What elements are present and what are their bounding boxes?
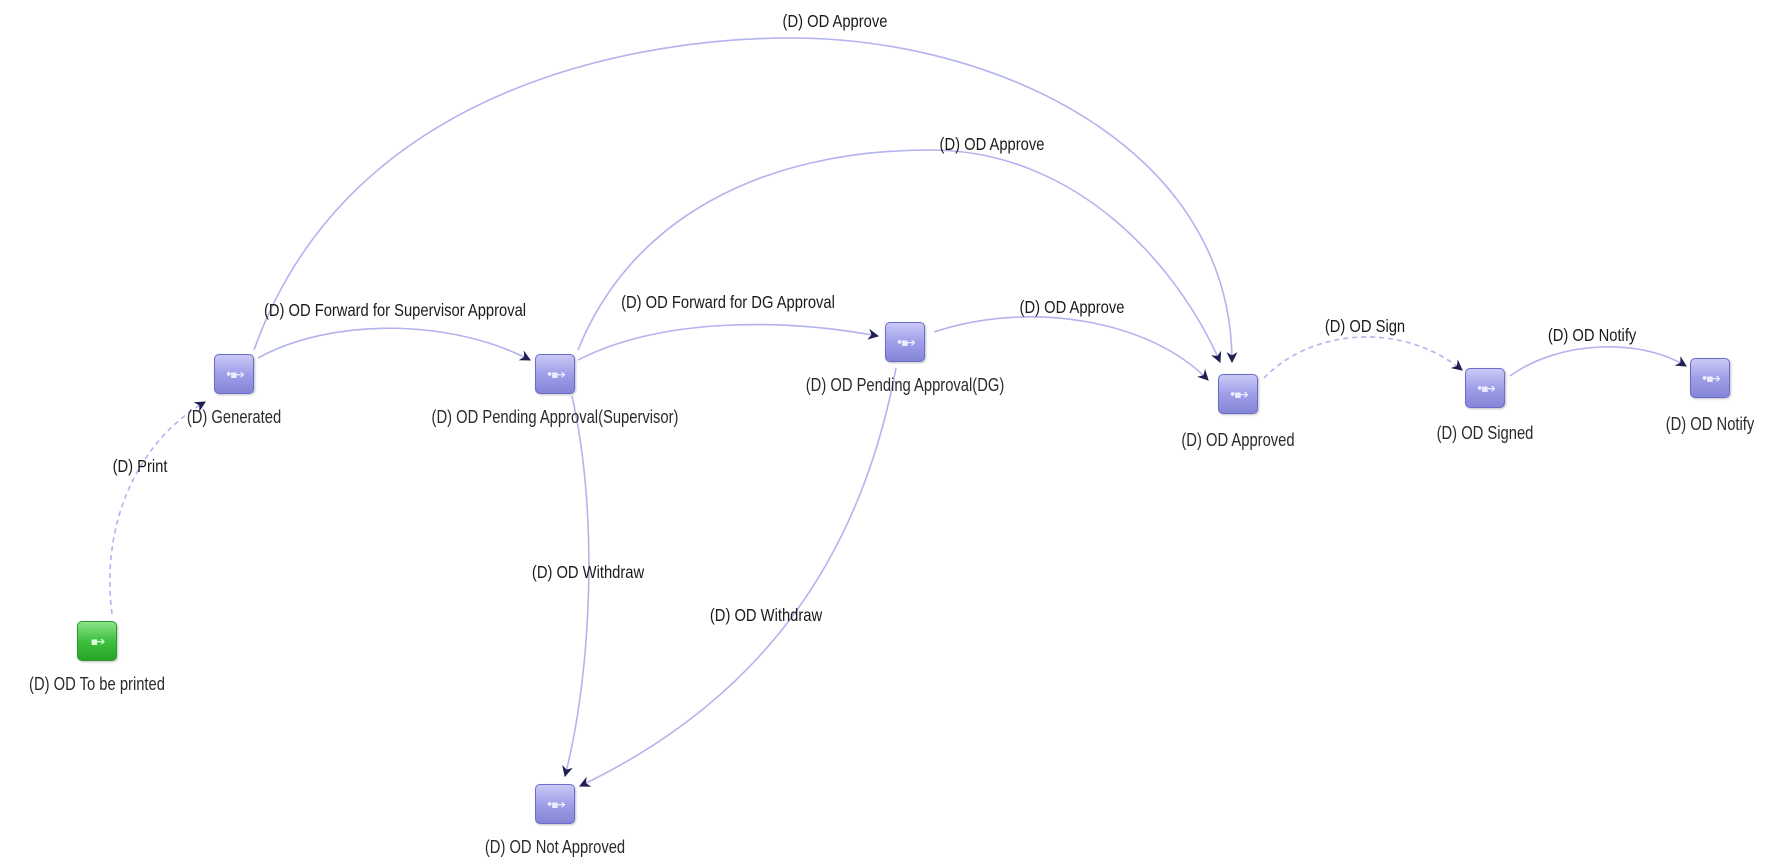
node-label-not-approved: (D) OD Not Approved — [484, 837, 626, 857]
edge-print[interactable] — [109, 401, 206, 615]
workflow-state-icon: •▪➔ — [214, 354, 254, 394]
node-generated[interactable]: •▪➔ — [214, 354, 254, 394]
node-not-approved[interactable]: •▪➔ — [535, 784, 575, 824]
edge-sign[interactable] — [1263, 336, 1463, 379]
edge-approve-dg[interactable] — [933, 316, 1209, 381]
edge-label-withdraw-dg: (D) OD Withdraw — [710, 606, 822, 626]
node-signed[interactable]: •▪➔ — [1465, 368, 1505, 408]
edge-forward-supervisor[interactable] — [257, 327, 531, 361]
workflow-state-icon: •▪➔ — [1218, 374, 1258, 414]
edge-withdraw-dg[interactable] — [579, 367, 897, 787]
workflow-state-icon: •▪➔ — [885, 322, 925, 362]
edge-label-print: (D) Print — [113, 457, 168, 477]
edge-forward-dg[interactable] — [577, 323, 880, 361]
workflow-state-icon: •▪➔ — [1465, 368, 1505, 408]
edge-label-notify: (D) OD Notify — [1548, 326, 1637, 346]
workflow-state-icon: •▪➔ — [1690, 358, 1730, 398]
start-state-icon: ▪➔ — [77, 621, 117, 661]
edge-approve-supervisor[interactable] — [577, 149, 1222, 364]
node-label-generated: (D) Generated — [186, 407, 282, 427]
edge-label-withdraw-supervisor: (D) OD Withdraw — [532, 563, 644, 583]
node-label-approved: (D) OD Approved — [1181, 430, 1295, 450]
node-label-pending-dg: (D) OD Pending Approval(DG) — [805, 375, 1005, 395]
edge-approve-generated[interactable] — [253, 37, 1238, 364]
edge-label-approve-generated: (D) OD Approve — [783, 12, 888, 32]
edge-label-forward-supervisor: (D) OD Forward for Supervisor Approval — [264, 301, 526, 321]
edge-label-approve-supervisor: (D) OD Approve — [940, 135, 1045, 155]
workflow-state-icon: •▪➔ — [535, 354, 575, 394]
edge-label-forward-dg: (D) OD Forward for DG Approval — [621, 293, 835, 313]
node-notify[interactable]: •▪➔ — [1690, 358, 1730, 398]
node-label-signed: (D) OD Signed — [1436, 423, 1534, 443]
workflow-state-icon: •▪➔ — [535, 784, 575, 824]
node-to-be-printed[interactable]: ▪➔ — [77, 621, 117, 661]
node-label-notify: (D) OD Notify — [1665, 414, 1755, 434]
edge-label-approve-dg: (D) OD Approve — [1020, 298, 1125, 318]
edge-withdraw-supervisor[interactable] — [562, 395, 590, 778]
node-approved[interactable]: •▪➔ — [1218, 374, 1258, 414]
node-pending-dg[interactable]: •▪➔ — [885, 322, 925, 362]
edge-label-sign: (D) OD Sign — [1325, 317, 1405, 337]
node-label-to-be-printed: (D) OD To be printed — [29, 674, 165, 694]
node-pending-supervisor[interactable]: •▪➔ — [535, 354, 575, 394]
edge-notify[interactable] — [1509, 346, 1687, 377]
node-label-pending-supervisor: (D) OD Pending Approval(Supervisor) — [431, 407, 679, 427]
